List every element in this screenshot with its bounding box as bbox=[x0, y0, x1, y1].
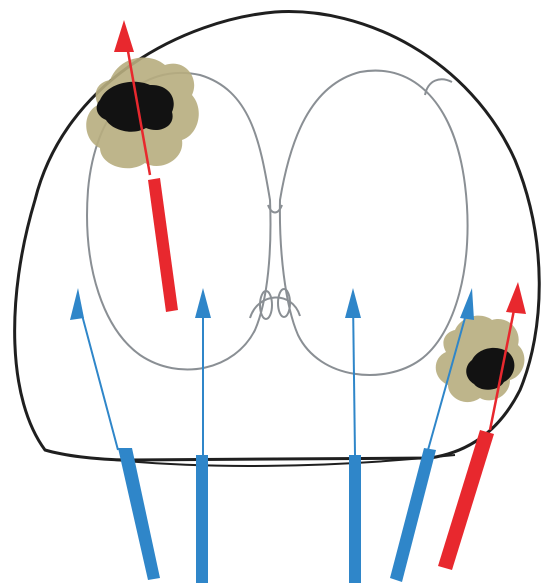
left-nostril bbox=[260, 291, 272, 319]
right-lobe bbox=[280, 71, 468, 375]
blue-arrow-3 bbox=[345, 288, 361, 583]
lesion-left bbox=[86, 57, 199, 168]
small-loop bbox=[425, 79, 452, 95]
blue-arrows bbox=[70, 288, 474, 583]
nostril-base bbox=[250, 297, 300, 318]
blue-arrow-1 bbox=[70, 288, 160, 580]
blue-arrow-2 bbox=[195, 288, 211, 583]
